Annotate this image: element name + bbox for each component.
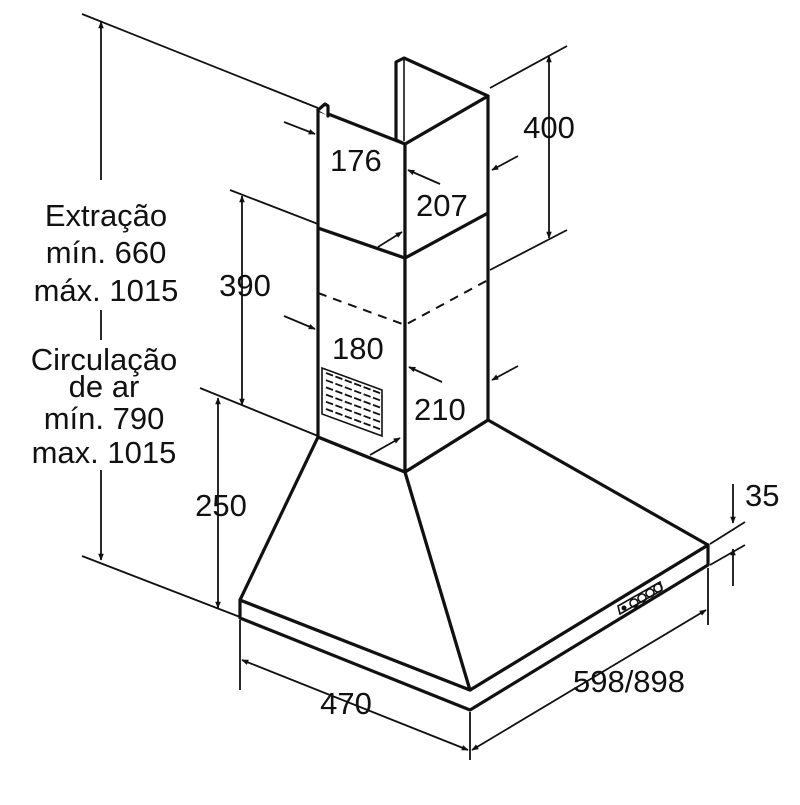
upper-chimney-left-tab bbox=[316, 102, 330, 118]
dim-470-arrow bbox=[241, 659, 469, 751]
dim-35-label: 35 bbox=[745, 478, 779, 513]
height-range-labels: Extração mín. 660 máx. 1015 Circulação d… bbox=[31, 198, 179, 470]
recirculation-line-3: mín. 790 bbox=[44, 401, 165, 436]
control-button-3 bbox=[645, 588, 655, 598]
dim-180-label: 180 bbox=[332, 331, 384, 366]
indicator-led bbox=[621, 605, 627, 611]
dim-207-arrow-right bbox=[491, 155, 519, 171]
control-button-2 bbox=[637, 593, 647, 603]
dim-207-arrow-left bbox=[407, 169, 441, 185]
lower-chimney bbox=[316, 211, 490, 474]
dimension-labels: 400 176 207 390 180 210 250 35 470 598/8… bbox=[195, 110, 779, 721]
vent-grille bbox=[321, 366, 383, 438]
upper-chimney-top-bracket bbox=[394, 56, 490, 146]
recirculation-line-1: Circulação bbox=[31, 342, 177, 377]
dim-598-898-arrow bbox=[471, 609, 707, 751]
control-panel bbox=[617, 580, 663, 616]
dim-210-arrow-left bbox=[408, 366, 443, 383]
dim-210-label: 210 bbox=[414, 392, 466, 427]
extension-lines bbox=[81, 13, 746, 760]
control-button-1 bbox=[629, 598, 639, 608]
dim-250-label: 250 bbox=[195, 488, 247, 523]
dim-176-arrow-left bbox=[283, 121, 316, 135]
dim-390-label: 390 bbox=[219, 268, 271, 303]
dim-176-label: 176 bbox=[330, 143, 382, 178]
dim-180-arrow-left bbox=[283, 315, 316, 330]
dimension-lines bbox=[98, 21, 736, 751]
extraction-line-2: mín. 660 bbox=[46, 235, 167, 270]
recirculation-line-4: max. 1015 bbox=[32, 435, 177, 470]
dim-400-label: 400 bbox=[523, 110, 575, 145]
control-button-4 bbox=[653, 583, 663, 593]
extraction-line-3: máx. 1015 bbox=[34, 273, 179, 308]
extraction-line-1: Extração bbox=[45, 198, 167, 233]
dim-176-arrow-right bbox=[377, 231, 403, 248]
upper-chimney bbox=[316, 56, 490, 260]
dim-210-arrow-right bbox=[491, 365, 519, 381]
dim-207-label: 207 bbox=[416, 188, 468, 223]
dim-180-arrow-right bbox=[369, 437, 401, 456]
dim-598-898-label: 598/898 bbox=[573, 664, 685, 699]
dim-470-label: 470 bbox=[320, 686, 372, 721]
recirculation-line-2: de ar bbox=[69, 369, 140, 404]
vent-slots bbox=[325, 372, 381, 430]
